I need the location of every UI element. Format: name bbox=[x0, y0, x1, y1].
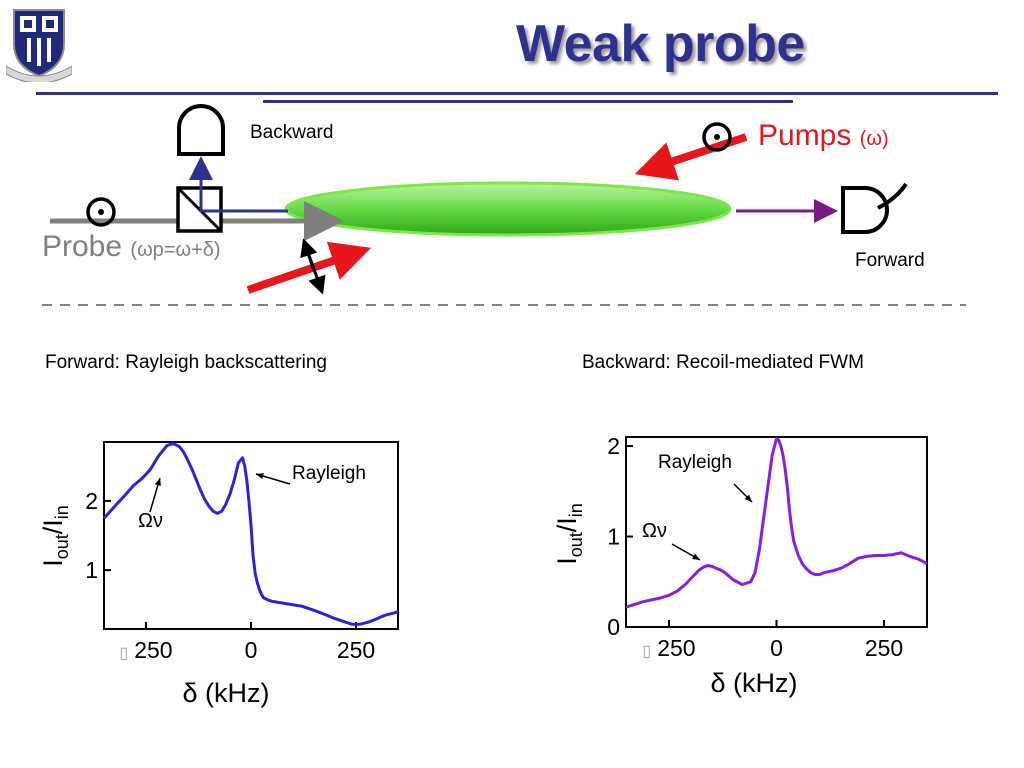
pump-polarization-icon bbox=[702, 122, 732, 152]
annotation-arrowhead bbox=[256, 473, 264, 480]
annotation-arrowhead bbox=[692, 553, 700, 560]
pump-arrow-top bbox=[634, 133, 748, 181]
annotation-label: Rayleigh bbox=[658, 452, 732, 473]
backward-path-arrow bbox=[189, 156, 288, 213]
university-crest-logo bbox=[5, 4, 73, 84]
series-line bbox=[625, 437, 928, 609]
annotation-arrowhead bbox=[154, 478, 161, 486]
probe-polarization-icon bbox=[86, 197, 116, 227]
y-tick-label: 2 bbox=[85, 488, 98, 514]
backward-detector-icon bbox=[177, 104, 225, 156]
y-tick-label: 1 bbox=[607, 524, 620, 550]
annotation-label: Ων bbox=[138, 510, 163, 532]
x-tick-label: ▯250 bbox=[642, 635, 695, 661]
pumps-frequency: (ω) bbox=[859, 128, 889, 150]
annotation-arrowhead bbox=[744, 494, 752, 502]
probe-frequency: (ωp=ω+δ) bbox=[130, 239, 221, 261]
y-tick-label: 2 bbox=[607, 433, 620, 459]
annotation-label: Ων bbox=[642, 520, 667, 542]
pumps-label-text: Pumps bbox=[758, 119, 852, 152]
probe-label: Probe (ωp=ω+δ) bbox=[42, 230, 221, 264]
x-tick-label: 0 bbox=[245, 637, 258, 663]
x-tick-label: ▯250 bbox=[119, 637, 172, 663]
backward-label: Backward bbox=[250, 122, 334, 143]
slide-title: Weak probe bbox=[516, 15, 805, 73]
x-axis-label: δ (kHz) bbox=[710, 668, 797, 698]
setup-schematic bbox=[42, 104, 966, 306]
chart-backward-fwm: ▯250 0 250 0 1 2 δ (kHz) Iout/Iin Ων Rayleigh bbox=[552, 433, 928, 698]
series-line bbox=[102, 441, 399, 626]
x-tick-label: 0 bbox=[770, 635, 783, 661]
probe-label-text: Probe bbox=[42, 230, 123, 263]
polarization-arrow-down bbox=[303, 243, 326, 295]
chart-forward-rayleigh: ▯250 0 250 1 2 δ (kHz) Iout/Iin Ων Rayleigh bbox=[38, 441, 399, 708]
forward-label: Forward bbox=[855, 250, 925, 271]
pumps-label: Pumps (ω) bbox=[758, 119, 889, 153]
title-underline-short bbox=[263, 100, 793, 103]
y-tick-label: 1 bbox=[85, 557, 98, 583]
caption-backward: Backward: Recoil-mediated FWM bbox=[582, 352, 864, 373]
caption-forward: Forward: Rayleigh backscattering bbox=[45, 352, 327, 373]
pump-arrow-bottom bbox=[246, 241, 372, 294]
annotation-label: Rayleigh bbox=[292, 463, 366, 484]
x-tick-label: 250 bbox=[865, 635, 903, 661]
x-axis-label: δ (kHz) bbox=[182, 678, 269, 708]
x-tick-label: 250 bbox=[337, 637, 375, 663]
forward-detector-icon bbox=[841, 186, 889, 234]
y-tick-label: 0 bbox=[607, 614, 620, 640]
y-axis-label: Iout/Iin bbox=[552, 503, 586, 565]
y-axis-label: Iout/Iin bbox=[38, 505, 72, 567]
atom-cloud bbox=[284, 181, 732, 237]
title-underline bbox=[36, 92, 998, 95]
